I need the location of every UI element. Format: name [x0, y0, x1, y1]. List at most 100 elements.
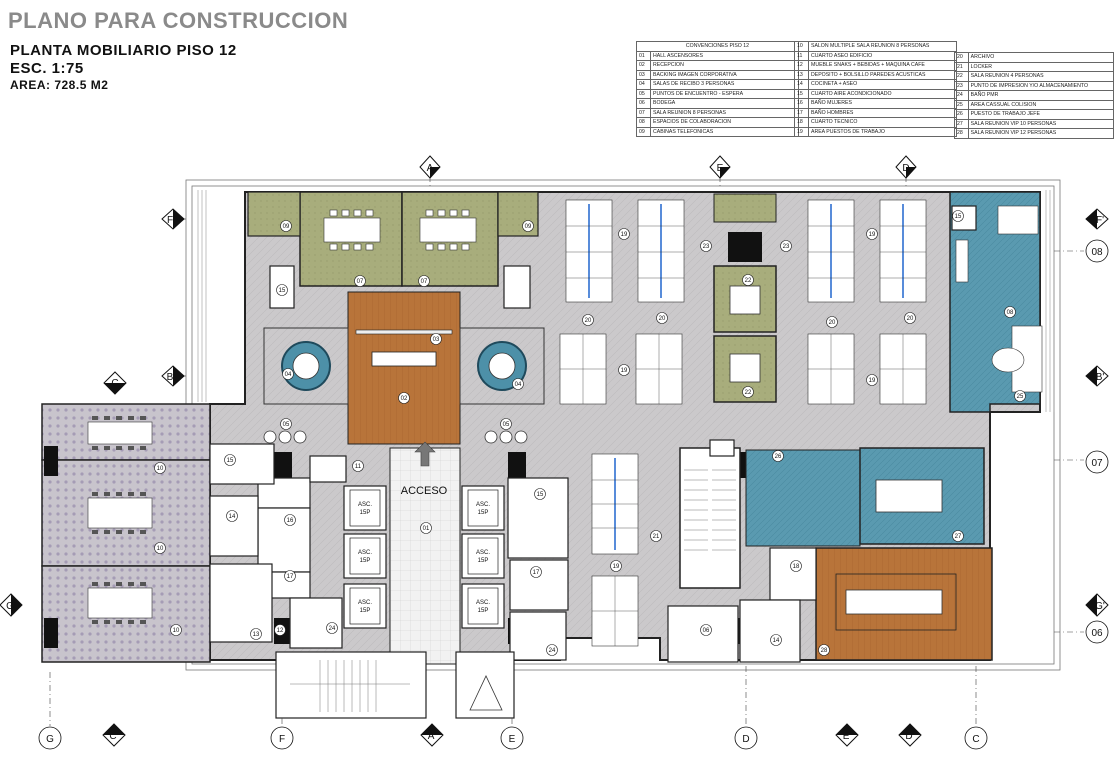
room-tag-circle [226, 510, 238, 522]
room-number-04: 04 [515, 382, 522, 388]
axis-circles [38, 239, 1109, 750]
axis-label-bottom-f: F [279, 734, 285, 745]
room-number-07: 07 [357, 279, 364, 285]
room-number-17: 17 [287, 574, 294, 580]
room-number-19: 19 [621, 368, 628, 374]
zone-04-right [459, 327, 545, 405]
room-tag-circle [512, 378, 524, 390]
room-tag-circle [430, 333, 442, 345]
access-label: ACCESO [401, 485, 448, 497]
room-number-14: 14 [773, 638, 780, 644]
zone-04-left [263, 327, 349, 405]
room-01-hall [389, 447, 461, 665]
room-number-08: 08 [1007, 310, 1014, 316]
axis-marker-left-c [103, 371, 127, 395]
room-tag-circle [154, 462, 166, 474]
stair-east [679, 447, 741, 589]
axis-label-bottom-c-prime: C' [109, 731, 118, 742]
axis-marker-left-g [0, 593, 23, 617]
room-number-19: 19 [869, 378, 876, 384]
room-tag-circle [610, 560, 622, 572]
room-tag-circle [280, 418, 292, 430]
room-number-15: 15 [279, 288, 286, 294]
axis-label-right-b: B' [1096, 372, 1105, 383]
room-number-25: 25 [1017, 394, 1024, 400]
room-23-print [713, 193, 777, 223]
room-number-13: 13 [253, 632, 260, 638]
room-tag-circle [790, 560, 802, 572]
legend-description: SALA REUNION VIP 12 PERSONAS [967, 128, 1114, 139]
room-number-14: 14 [229, 514, 236, 520]
room-tag-circle [952, 530, 964, 542]
room-tag-circle [546, 644, 558, 656]
room-28-table [845, 589, 943, 615]
salon-tables [87, 421, 153, 619]
room-number-20: 20 [907, 316, 914, 322]
room-09-a [247, 191, 301, 237]
room-number-04: 04 [285, 372, 292, 378]
axis-label-bottom-e: E [509, 734, 516, 745]
elevator-capacity: 15P [360, 558, 371, 564]
room-number-09: 09 [525, 224, 532, 230]
room-25-casual [745, 449, 861, 547]
room-number-24: 24 [329, 626, 336, 632]
room-tag-circle [354, 275, 366, 287]
room-22-tables [729, 285, 761, 383]
elevators [343, 485, 505, 629]
elevator-capacity: 15P [478, 608, 489, 614]
room-tag-circle [224, 454, 236, 466]
room-18-tech [769, 547, 817, 601]
axis-label-right-f: F' [1096, 215, 1104, 226]
room-number-24: 24 [549, 648, 556, 654]
room-tag-circle [250, 628, 262, 640]
room-tag-circle [582, 314, 594, 326]
axis-number-08: 08 [1091, 247, 1103, 258]
room-tag-circle [282, 368, 294, 380]
collab-furniture [955, 205, 1043, 393]
room-tag-circle [866, 374, 878, 386]
axis-marker-left-b [161, 365, 185, 387]
meeting-chairs-07 [329, 209, 470, 251]
room-number-10: 10 [157, 546, 164, 552]
axis-label-bottom-d-prime: D' [905, 731, 914, 742]
room-tag-circle [742, 274, 754, 286]
stair-core [275, 651, 515, 719]
access-arrow [414, 441, 436, 467]
axis-marker-top-a [419, 155, 441, 179]
room-28-rug [835, 573, 957, 631]
room-number-20: 20 [659, 316, 666, 322]
room-tag-circle [418, 275, 430, 287]
elevator-label: ASC. [476, 550, 490, 556]
room-number-20: 20 [585, 318, 592, 324]
room-number-11: 11 [355, 464, 362, 470]
room-tag-circle [952, 210, 964, 222]
room-number-22: 22 [745, 278, 752, 284]
axis-marker-bottom-c-prime [102, 723, 126, 747]
room-number-19: 19 [621, 232, 628, 238]
room-tag-circle [284, 570, 296, 582]
room-tag-circle [420, 522, 432, 534]
axis-number-06: 06 [1091, 628, 1103, 639]
room-tag-circle [276, 284, 288, 296]
axis-label-bottom-g: G [46, 734, 54, 745]
room-tag-circle [326, 622, 338, 634]
room-number-03: 03 [433, 337, 440, 343]
axis-label-bottom-a-prime: A' [428, 731, 437, 742]
workstation-lines [560, 225, 926, 646]
room-tag-circle [772, 450, 784, 462]
room-number-12: 12 [277, 628, 284, 634]
axis-label-top-a: A [427, 163, 434, 174]
elevator-label: ASC. [358, 600, 372, 606]
room-number-09: 09 [283, 224, 290, 230]
axis-marker-right-g [1085, 593, 1109, 617]
salon-chairs [92, 416, 146, 624]
room-tag-circle [650, 530, 662, 542]
room-number-06: 06 [703, 628, 710, 634]
room-number-05: 05 [503, 422, 510, 428]
room-tag-circle [904, 312, 916, 324]
room-number-23: 23 [703, 244, 710, 250]
